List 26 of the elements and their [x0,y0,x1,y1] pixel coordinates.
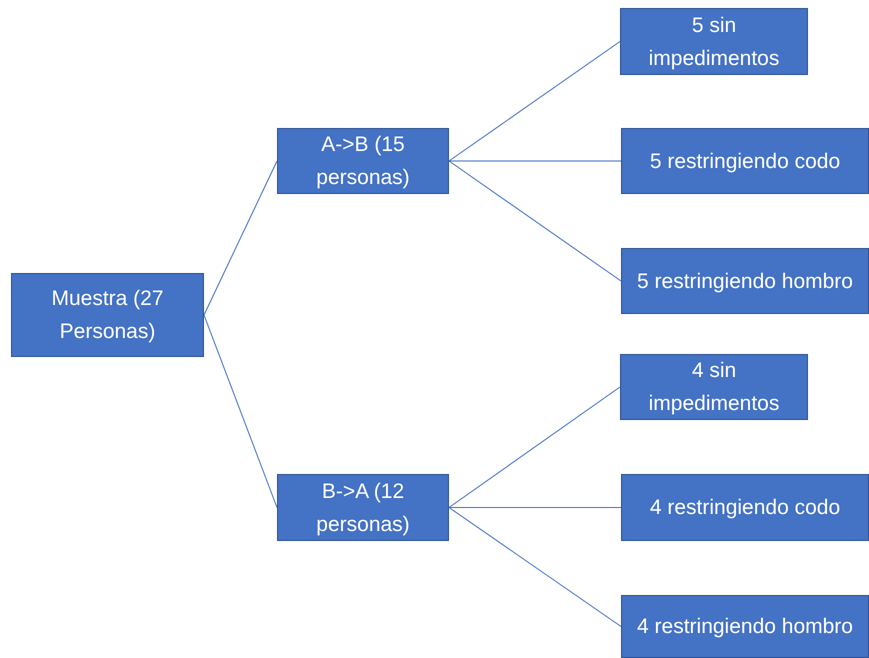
node-label: 5 restringiendo codo [650,148,840,174]
node-label: 4 sin impedimentos [648,358,780,417]
process-box [620,8,808,75]
connector-line [448,41,620,162]
process-box [277,128,449,194]
process-box [11,273,204,357]
process-box [621,128,869,194]
connector-line [448,160,622,162]
connector-line [448,507,622,508]
process-box [621,595,869,658]
node-label: 4 restringiendo hombro [637,614,853,640]
process-box [621,248,869,314]
node-label: A->B (15 personas) [315,132,411,191]
node-label: 4 restringiendo codo [650,495,840,521]
process-box [621,474,869,541]
connector-line [204,160,278,316]
node-label: B->A (12 personas) [315,478,411,538]
connector-line [448,507,622,627]
node-label: Muestra (27 Personas) [50,286,165,345]
process-box [277,474,449,541]
node-label: 5 restringiendo hombro [637,268,853,294]
connector-line [448,160,622,282]
connector-line [204,314,278,508]
node-label: 5 sin impedimentos [648,12,780,72]
process-box [620,354,808,420]
connector-line [448,386,620,508]
